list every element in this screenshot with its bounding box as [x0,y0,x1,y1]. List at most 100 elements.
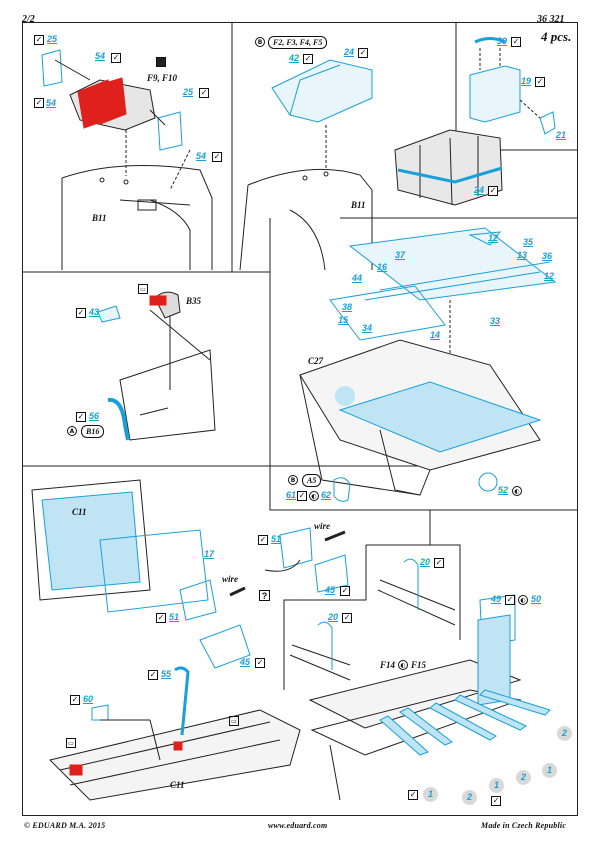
check-box[interactable]: ✓ [258,535,268,545]
reference-pill: F2, F3, F4, F5 [268,36,328,49]
plate-part [97,305,121,323]
handle-part [317,621,333,670]
part-number: 52 [498,485,509,495]
guide-line [149,719,161,761]
part-number: 12 [544,271,555,281]
check-box[interactable]: ✓ [70,695,80,705]
check-box[interactable]: ✓ [255,658,265,668]
strap-part [379,715,429,756]
check-box[interactable]: ✓ [434,558,444,568]
check-box[interactable]: ✓ [491,796,501,806]
bench-edge [329,744,341,801]
strap-part [399,707,453,746]
check-box[interactable]: ✓ [212,152,222,162]
part-number: 14 [430,330,441,340]
part-number: 44 [352,273,363,283]
part-number: 15 [338,315,349,325]
guide-line [519,99,541,119]
seat-frame [379,429,421,496]
website-link[interactable]: www.eduard.com [268,821,328,830]
red-strap [173,741,183,751]
panel-divider [366,544,461,640]
bracket-part [41,49,63,87]
check-box[interactable]: ✓ [505,595,515,605]
check-box[interactable]: ✓ [34,35,44,45]
body-outline [119,199,191,206]
page-number: 2/2 [22,14,35,25]
check-box[interactable]: ✓ [358,48,368,58]
quantity-note: 4 pcs. [541,29,572,44]
step-circle: 2 [557,726,572,741]
part-number: 45 [325,585,336,595]
check-box[interactable]: ✓ [148,670,158,680]
bench [308,659,522,729]
wire-label: wire [222,574,239,584]
rail [289,654,351,681]
part-number: 42 [289,53,300,63]
rack-part [271,59,373,123]
part-number: 37 [395,250,406,260]
guide-line [139,407,169,416]
red-strap [69,764,83,776]
paint-symbol: ▭ [138,284,148,294]
check-box[interactable]: ✓ [408,790,418,800]
check-box[interactable]: ✓ [535,77,545,87]
check-box[interactable]: ✓ [511,37,521,47]
hatch-assembly [49,709,301,801]
rail [377,589,456,626]
check-box[interactable]: ✓ [76,308,86,318]
box-edge [449,137,453,206]
part-number: 60 [83,694,94,704]
check-box[interactable]: ✓ [297,491,307,501]
reference-pill: B16 [81,425,105,438]
check-box[interactable]: ✓ [488,186,498,196]
question-mark-box: ? [259,590,270,601]
ammo-boxes [394,129,503,206]
check-box[interactable]: ✓ [342,613,352,623]
sheet-frame [22,22,578,816]
wire [324,530,346,542]
check-box[interactable]: ✓ [303,54,313,64]
part-number: 33 [490,316,501,326]
grille-part [468,231,502,246]
body-label: B11 [92,213,107,223]
body-detail [302,175,308,181]
step-circle: 2 [516,770,531,785]
part-number: 36 [542,251,553,261]
part-number: 25 [183,87,194,97]
check-box[interactable]: ✓ [156,613,166,623]
body-outline [61,165,213,270]
bracket-part [279,527,313,569]
strap-part [454,694,528,731]
part-number: 17 [204,549,215,559]
paint-symbol: ◐ [512,486,522,496]
strip-part [379,261,551,291]
check-box[interactable]: ✓ [111,53,121,63]
clip-part [91,704,109,721]
strap-part [107,397,130,441]
box-part [469,65,521,123]
strip-part [364,271,541,301]
check-box[interactable]: ✓ [340,586,350,596]
rail [291,644,351,666]
seat-frame [299,374,431,496]
part-number: 51 [169,612,180,622]
check-box[interactable]: ✓ [199,88,209,98]
paint-swatch [156,57,166,67]
part-number: 24 [344,47,355,57]
mount-outline [119,349,216,441]
hatch-rib [59,721,271,771]
strap-part [429,702,497,741]
body-outline [239,184,249,271]
part-number: 56 [89,411,100,421]
check-box[interactable]: ✓ [76,412,86,422]
part-number: 25 [47,34,58,44]
reference-label: F15 [411,660,427,670]
step-circle: 2 [462,790,477,805]
box-strip [397,166,503,184]
check-box[interactable]: ✓ [34,98,44,108]
panel-divider [269,466,578,511]
guide-line [54,59,91,81]
wire-line [264,559,301,572]
reference-label: B35 [186,296,202,306]
